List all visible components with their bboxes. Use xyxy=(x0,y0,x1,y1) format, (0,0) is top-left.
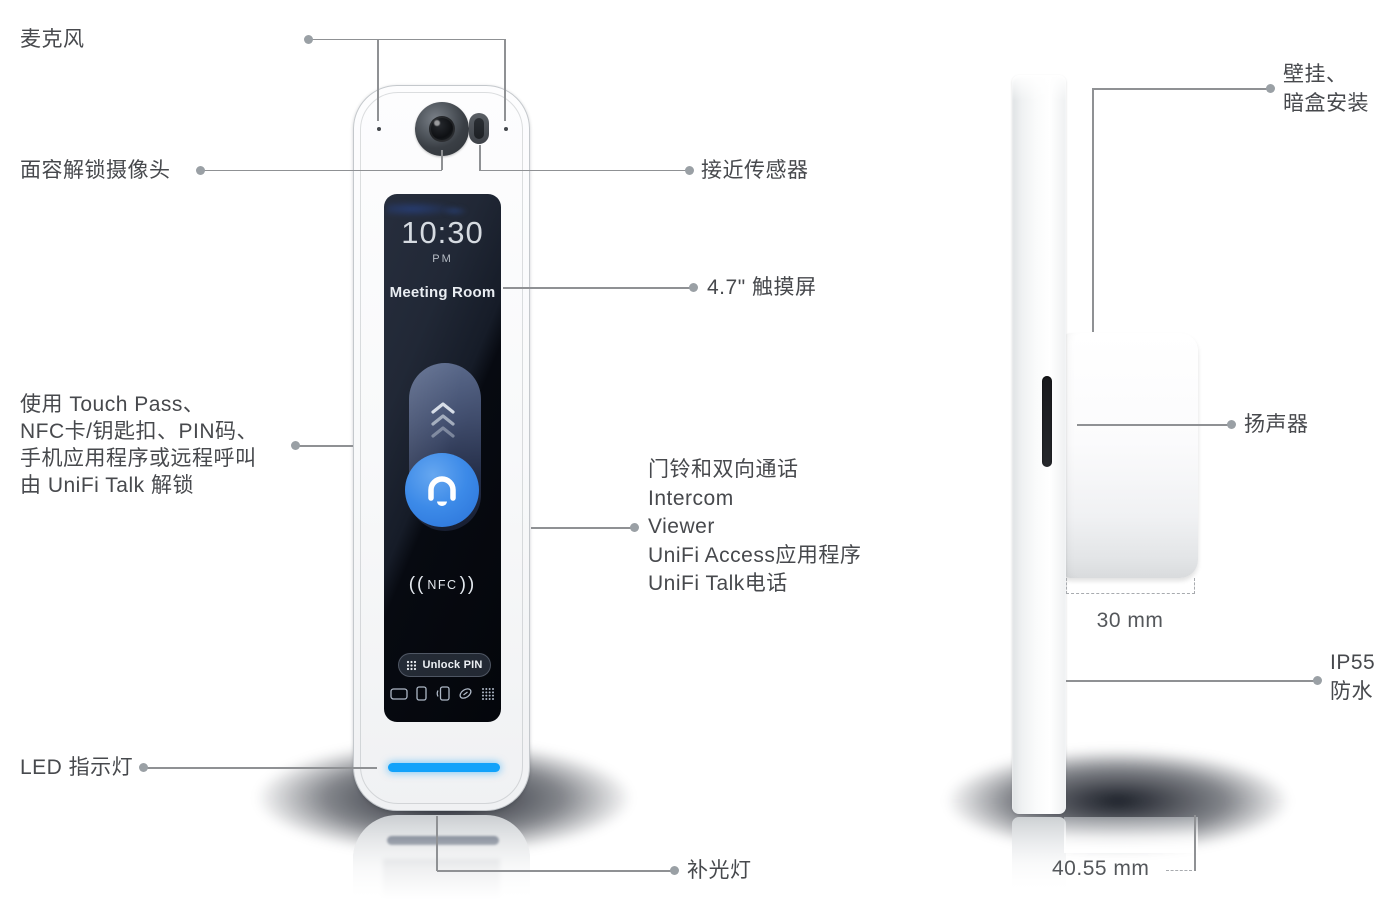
microphone-callout-drop-right xyxy=(504,39,506,121)
speaker-callout-line xyxy=(1077,424,1228,426)
face-unlock-camera-lens xyxy=(415,102,469,156)
bell-icon xyxy=(428,476,456,506)
clock-meridiem: PM xyxy=(432,253,453,265)
doorbell-line-2: Intercom xyxy=(648,486,734,510)
unlock-methods-line-3: 手机应用程序或远程呼叫 xyxy=(20,447,257,470)
mount-line-1: 壁挂、 xyxy=(1283,63,1348,86)
touchscreen-callout-line xyxy=(503,287,693,289)
mount-line-2: 暗盒安装 xyxy=(1283,91,1369,115)
side-view-mount-box xyxy=(1064,333,1198,578)
side-view-body xyxy=(1012,75,1066,814)
depth-30mm-bracket xyxy=(1066,578,1195,594)
phone-icon xyxy=(416,686,427,701)
screen-reflection-squiggle xyxy=(387,201,459,217)
mount-callout-drop xyxy=(1092,88,1094,332)
chevron-up-icon xyxy=(431,402,455,438)
proximity-callout-line xyxy=(480,169,689,171)
side-slab-reflection xyxy=(1012,817,1066,897)
proximity-callout-riser xyxy=(479,145,481,171)
label-unlock-methods: 使用 Touch Pass、 NFC卡/钥匙扣、PIN码、 手机应用程序或远程呼… xyxy=(20,391,258,499)
fob-icon xyxy=(459,688,472,699)
unlock-pin-button: Unlock PIN xyxy=(398,653,491,677)
label-mount: 壁挂、 暗盒安装 xyxy=(1283,61,1369,118)
unlock-pin-label: Unlock PIN xyxy=(422,659,483,671)
doorbell-line-4: UniFi Access应用程序 xyxy=(648,543,862,567)
doorbell-callout-line xyxy=(531,527,631,529)
nfc-label: NFC xyxy=(427,578,458,592)
led-bar-reflection xyxy=(387,836,499,845)
proximity-callout-dot xyxy=(685,166,694,175)
microphone-hole-left xyxy=(377,127,381,131)
ip-rating-callout-line xyxy=(1066,680,1314,682)
label-fill-light: 补光灯 xyxy=(687,859,752,882)
label-face-unlock-camera: 面容解锁摄像头 xyxy=(20,159,171,182)
face-camera-callout-line xyxy=(200,169,442,171)
clock-time: 10:30 xyxy=(401,215,484,250)
label-proximity-sensor: 接近传感器 xyxy=(701,159,809,182)
label-depth-total: 40.55 mm xyxy=(1052,857,1150,880)
fill-light-callout-riser xyxy=(436,816,438,871)
unlock-methods-callout-dot xyxy=(291,441,300,450)
screen-reflection-squiggle-2 xyxy=(442,206,468,216)
front-device-reflection xyxy=(353,815,530,907)
touchscreen: 10:30 PM Meeting Room ((NFC)) xyxy=(384,194,501,722)
credential-icons-row xyxy=(384,686,501,701)
unlock-methods-callout-line xyxy=(299,445,353,447)
face-camera-callout-dot xyxy=(196,166,205,175)
unlock-methods-line-1: 使用 Touch Pass、 xyxy=(20,393,205,416)
microphone-callout-line xyxy=(308,38,505,40)
face-camera-callout-riser xyxy=(441,150,443,170)
unlock-methods-line-2: NFC卡/钥匙扣、PIN码、 xyxy=(20,420,258,443)
side-hump-reflection xyxy=(1064,817,1198,853)
label-depth-30mm: 30 mm xyxy=(1096,609,1164,632)
keypad-grid-icon xyxy=(482,687,494,700)
speaker-slot xyxy=(1042,376,1052,467)
room-name: Meeting Room xyxy=(389,284,496,301)
mount-callout-line xyxy=(1093,88,1267,90)
label-led-indicator: LED 指示灯 xyxy=(20,756,134,779)
ip-line-1: IP55 xyxy=(1330,651,1376,674)
depth-total-dash xyxy=(1166,870,1192,871)
unlock-methods-line-4: 由 UniFi Talk 解锁 xyxy=(20,474,194,497)
nfc-indicator: ((NFC)) xyxy=(384,574,501,596)
ip-rating-callout-dot xyxy=(1313,676,1322,685)
label-touchscreen: 4.7" 触摸屏 xyxy=(707,276,817,299)
camera-inner-lens xyxy=(429,116,455,142)
proximity-sensor-window xyxy=(469,113,489,144)
led-indicator-bar xyxy=(388,763,500,772)
nfc-waves-right: )) xyxy=(459,574,477,595)
keypad-icon xyxy=(407,660,417,670)
doorbell-button xyxy=(405,453,479,527)
fill-light-callout-dot xyxy=(670,866,679,875)
depth-total-tick xyxy=(1194,815,1196,871)
card-icon xyxy=(390,688,408,700)
label-ip-rating: IP55 防水 xyxy=(1330,649,1375,706)
nfc-waves-left: (( xyxy=(408,574,426,595)
label-microphone: 麦克风 xyxy=(20,28,85,51)
label-doorbell-features: 门铃和双向通话 Intercom Viewer UniFi Access应用程序… xyxy=(648,456,861,599)
nfc-tap-icon xyxy=(436,686,450,701)
led-callout-dot xyxy=(139,763,148,772)
touchscreen-callout-dot xyxy=(689,283,698,292)
front-bezel-outline xyxy=(360,92,523,804)
ip-line-2: 防水 xyxy=(1330,679,1373,703)
doorbell-callout-dot xyxy=(630,523,639,532)
doorbell-line-1: 门铃和双向通话 xyxy=(648,458,799,481)
led-callout-line xyxy=(147,767,377,769)
microphone-hole-right xyxy=(504,127,508,131)
microphone-callout-drop-left xyxy=(377,39,379,121)
microphone-callout-dot xyxy=(304,35,313,44)
camera-glint xyxy=(434,120,440,126)
doorbell-line-5: UniFi Talk电话 xyxy=(648,572,788,595)
mount-callout-dot xyxy=(1266,84,1275,93)
fill-light-callout-line xyxy=(437,870,674,872)
label-speaker: 扬声器 xyxy=(1244,413,1309,436)
front-view-device: 10:30 PM Meeting Room ((NFC)) xyxy=(353,85,530,811)
speaker-callout-dot xyxy=(1227,420,1236,429)
doorbell-line-3: Viewer xyxy=(648,515,715,538)
screen-reflection-hint xyxy=(383,859,500,905)
